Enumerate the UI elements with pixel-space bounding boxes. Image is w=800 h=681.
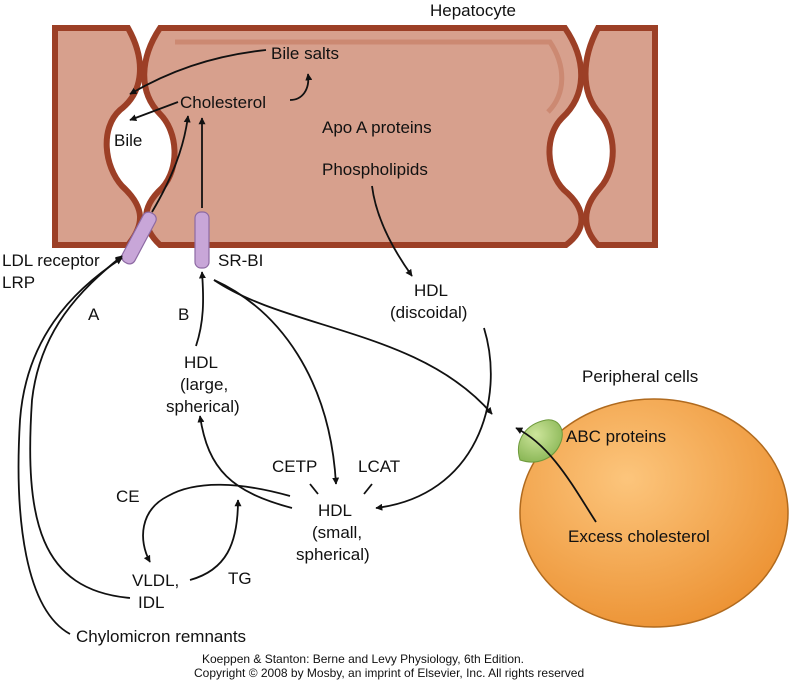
label-bile: Bile [114, 131, 142, 150]
label-cetp: CETP [272, 457, 317, 476]
arrow-sr-bi-to-hdl-small [213, 279, 340, 485]
arrow-excess-cholesterol-to-abc [515, 427, 597, 523]
hepatocyte-inner-shade [175, 39, 565, 114]
labels: Hepatocyte Bile salts Cholesterol Bile A… [2, 1, 710, 680]
label-idl: IDL [138, 593, 164, 612]
peripheral-cell [519, 398, 789, 628]
label-phospholipids: Phospholipids [322, 160, 428, 179]
label-cholesterol: Cholesterol [180, 93, 266, 112]
label-peripheral-cells: Peripheral cells [582, 367, 698, 386]
arrow-hdl-large-to-sr-bi [195, 271, 206, 347]
arrow-phospholipids-to-hdl-discoidal [371, 185, 413, 277]
arrow-tg-to-hdl [189, 499, 242, 581]
sr-bi-protein [194, 211, 210, 269]
arrow-bile-salts-to-bile [129, 49, 267, 95]
lcat-tick [363, 483, 373, 495]
label-excess-cholesterol: Excess cholesterol [568, 527, 710, 546]
right-hepatocyte-fragment [582, 25, 658, 248]
label-ce: CE [116, 487, 140, 506]
arrow-ce-to-vldl [142, 483, 291, 563]
label-hdl-large-2: (large, [180, 375, 228, 394]
label-apo-a-proteins: Apo A proteins [322, 118, 432, 137]
label-hdl-large-1: HDL [184, 353, 218, 372]
cetp-tick [309, 483, 319, 495]
credit-line-1: Koeppen & Stanton: Berne and Levy Physio… [202, 652, 524, 666]
arrow-chylomicron-to-ldl-receptor [17, 257, 123, 635]
arrow-ldl-receptor-to-cholesterol [151, 115, 191, 213]
credit-line-2: Copyright © 2008 by Mosby, an imprint of… [194, 666, 584, 680]
arrows [17, 49, 597, 635]
label-lcat: LCAT [358, 457, 400, 476]
label-hdl-large-3: spherical) [166, 397, 240, 416]
arrow-cholesterol-to-bile [129, 101, 179, 122]
label-pathway-b: B [178, 305, 189, 324]
label-vldl: VLDL, [132, 571, 179, 590]
label-hdl-small-1: HDL [318, 501, 352, 520]
label-ldl-receptor: LDL receptor [2, 251, 100, 270]
label-tg: TG [228, 569, 252, 588]
abc-protein-shape [518, 419, 563, 463]
arrow-sr-bi-to-peripheral [213, 279, 493, 415]
ldl-receptor-protein [121, 211, 157, 265]
label-hdl-discoidal-2: (discoidal) [390, 303, 467, 322]
label-hdl-discoidal-1: HDL [414, 281, 448, 300]
label-lrp: LRP [2, 273, 35, 292]
label-pathway-a: A [88, 305, 100, 324]
label-bile-salts: Bile salts [271, 44, 339, 63]
label-abc-proteins: ABC proteins [566, 427, 666, 446]
label-hdl-small-3: spherical) [296, 545, 370, 564]
label-chylomicron-remnants: Chylomicron remnants [76, 627, 246, 646]
label-sr-bi: SR-BI [218, 251, 263, 270]
arrow-hdl-small-to-hdl-large [197, 415, 293, 509]
arrow-hdl-discoidal-to-hdl-small [375, 327, 492, 511]
arrow-vldl-to-ldl-receptor [29, 255, 131, 599]
arrow-cholesterol-to-bile-salts [289, 73, 313, 101]
label-hdl-small-2: (small, [312, 523, 362, 542]
label-hepatocyte: Hepatocyte [430, 1, 516, 20]
main-hepatocyte [141, 25, 585, 248]
hepatocyte-strip [52, 25, 658, 248]
